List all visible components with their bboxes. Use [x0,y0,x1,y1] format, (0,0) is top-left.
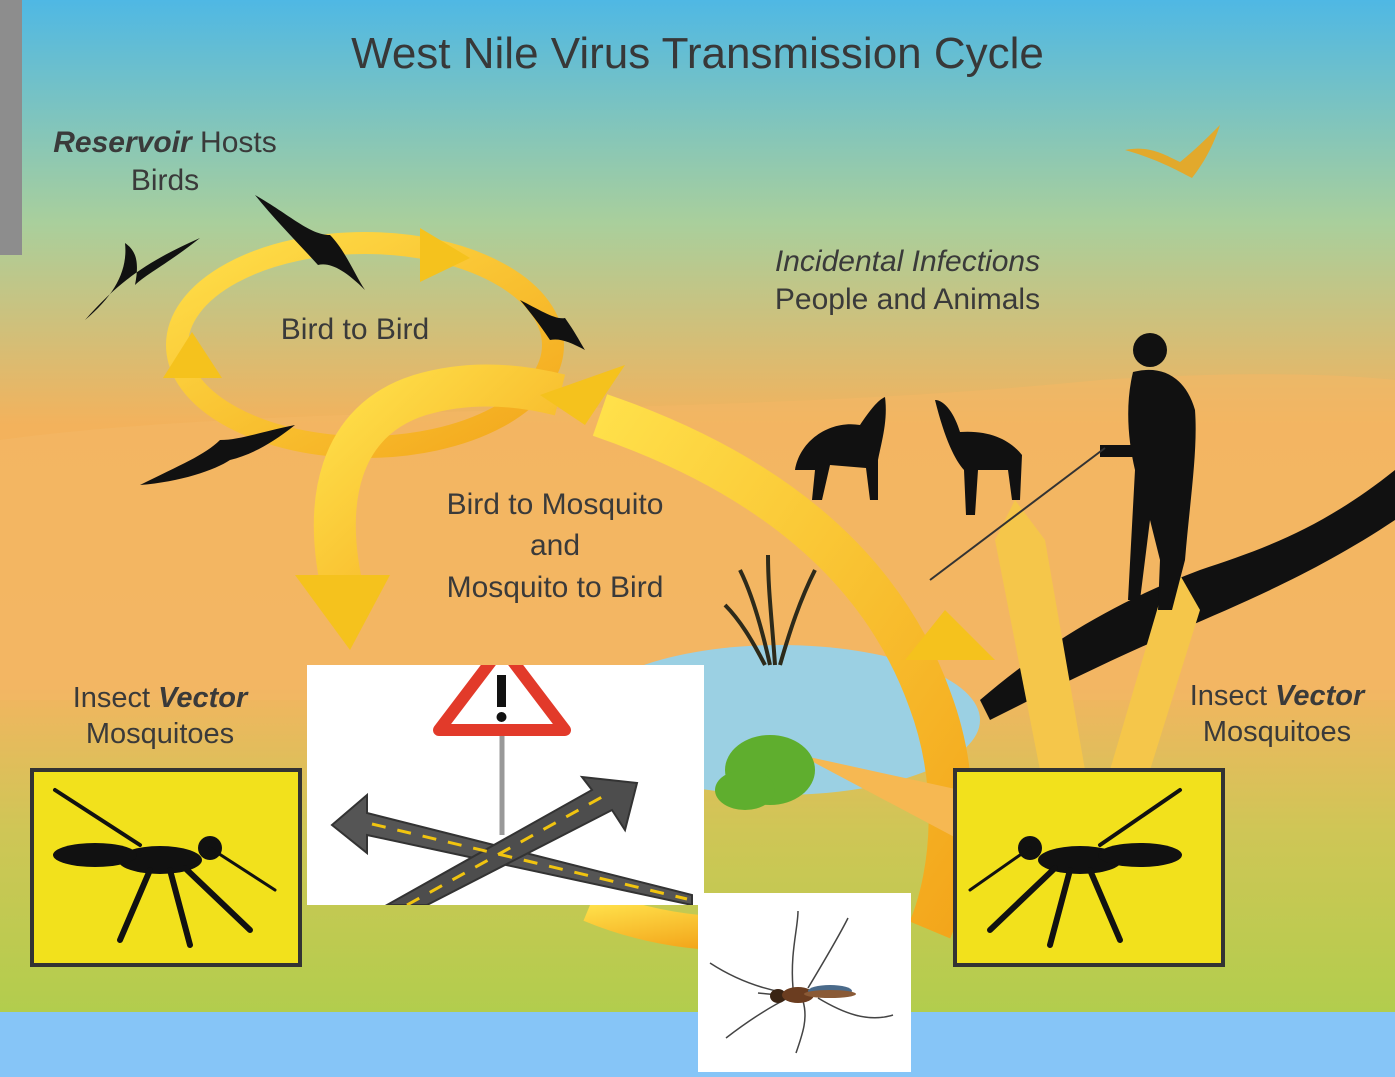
reservoir-label: Reservoir Hosts Birds [30,124,300,199]
reservoir-line2: Birds [131,164,199,197]
warning-sign-icon [439,665,565,730]
vector-left-line2: Mosquitoes [86,718,234,750]
bird-mosquito-line2: and [530,529,580,562]
vector-right-emph: Vector [1275,680,1364,712]
incidental-line2: People and Animals [775,283,1040,316]
mosquito-photo [698,893,911,1072]
reservoir-emph: Reservoir [53,126,191,159]
crossroads-road [332,777,692,905]
incidental-line1: Incidental Infections [775,245,1040,278]
bird-mosquito-line3: Mosquito to Bird [447,571,664,604]
crossroads-warning-image [307,665,704,905]
reservoir-rest: Hosts [192,126,277,159]
diagram-title: West Nile Virus Transmission Cycle [0,26,1395,81]
crossroads-icon [307,665,704,905]
mosquito-icon [698,893,911,1072]
bird-mosquito-label: Bird to Mosquito and Mosquito to Bird [400,484,710,608]
vector-right-pre: Insect [1190,680,1275,712]
vector-left-pre: Insect [73,682,158,714]
incidental-label: Incidental Infections People and Animals [740,243,1075,318]
vector-left-emph: Vector [158,682,247,714]
bird-mosquito-line1: Bird to Mosquito [447,488,664,521]
bird-to-bird-label: Bird to Bird [255,311,455,349]
vector-right-line2: Mosquitoes [1203,716,1351,748]
vector-left-label: Insect Vector Mosquitoes [30,680,290,753]
vector-right-label: Insect Vector Mosquitoes [1162,678,1392,751]
